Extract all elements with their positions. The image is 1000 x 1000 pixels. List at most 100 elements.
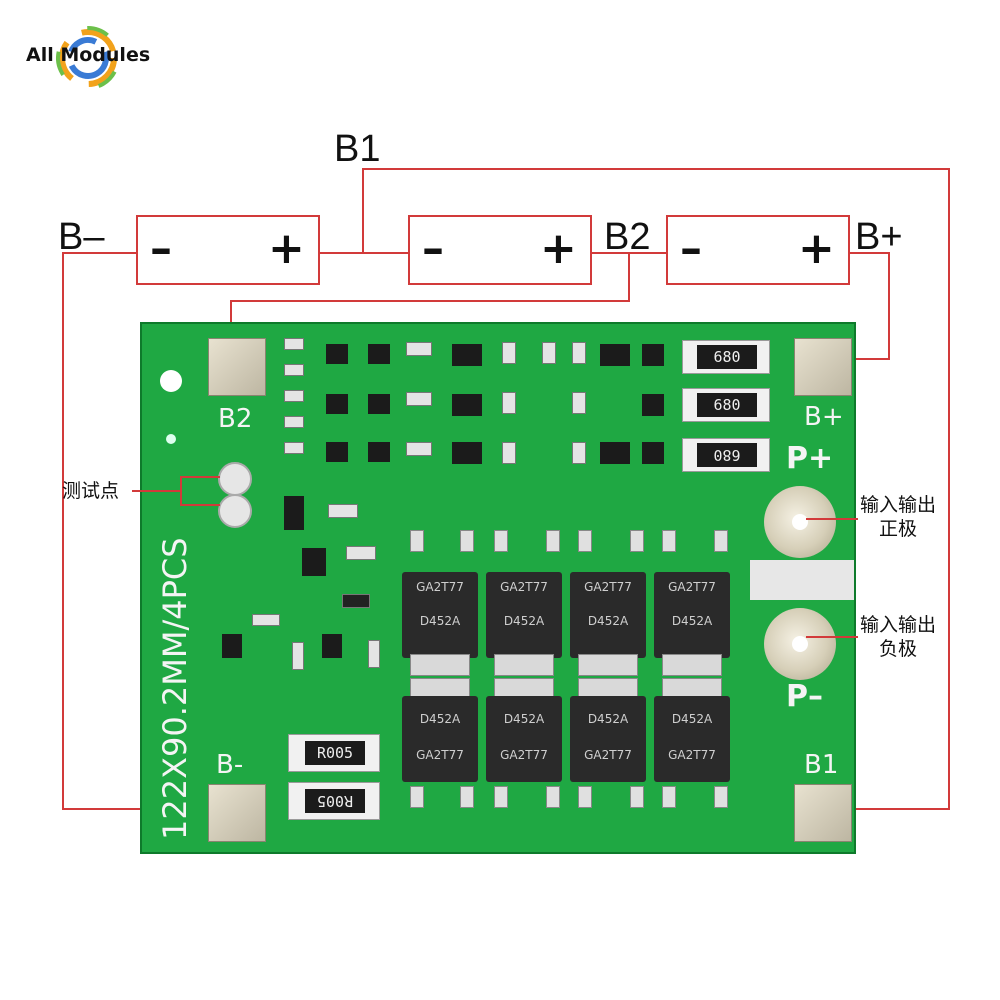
annotation-test-point: 测试点: [62, 480, 120, 502]
logo-swirl-icon: [55, 26, 120, 90]
mosfet-leg: [546, 530, 560, 552]
annotation-line: 负极: [879, 637, 918, 660]
mosfet-code: D452A: [419, 712, 461, 726]
mosfet-top-3: GA2T77 D452A: [570, 572, 646, 658]
wire-cell1-cell2: [320, 252, 408, 254]
smd-component: [252, 614, 280, 626]
wire-bplus-pad: [826, 358, 890, 360]
ic-chip: [452, 394, 482, 416]
mosfet-top-2: GA2T77 D452A: [486, 572, 562, 658]
mosfet-label: GA2T77: [668, 748, 716, 762]
test-point-pad-2: [218, 494, 252, 528]
ic-chip: [322, 634, 342, 658]
cell-plus-sign: +: [798, 223, 835, 274]
mosfet-leg: [630, 530, 644, 552]
ic-chip: [326, 344, 348, 364]
ic-chip: [642, 394, 664, 416]
silk-dimension: 122X90.2MM/4PCS: [156, 537, 194, 840]
mosfet-leg: [714, 786, 728, 808]
brand-logo: All Modules: [18, 18, 158, 98]
mosfet-bottom-3: D452A GA2T77: [570, 696, 646, 782]
mosfet-label: GA2T77: [500, 748, 548, 762]
smd-component: [292, 642, 304, 670]
mosfet-bottom-2: D452A GA2T77: [486, 696, 562, 782]
smd-component: [328, 504, 358, 518]
mosfet-label: GA2T77: [584, 580, 632, 594]
via-dot: [166, 434, 176, 444]
mosfet-label: GA2T77: [500, 580, 548, 594]
battery-cell-2: – +: [408, 215, 592, 285]
mosfet-leg: [546, 786, 560, 808]
wire-bminus-down: [62, 252, 64, 810]
smd-component: [572, 342, 586, 364]
mosfet-tab: [578, 654, 638, 676]
smd-component: [502, 442, 516, 464]
mosfet-leg: [410, 786, 424, 808]
smd-component: [572, 392, 586, 414]
mosfet-label: GA2T77: [668, 580, 716, 594]
ic-chip: [368, 442, 390, 462]
mosfet-code: D452A: [671, 614, 713, 628]
silk-b1: B1: [804, 750, 839, 780]
ic-chip: [326, 442, 348, 462]
mosfet-tab: [494, 654, 554, 676]
battery-cell-3: – +: [666, 215, 850, 285]
smd-component: [406, 392, 432, 406]
smd-component: [284, 416, 304, 428]
silk-b-minus: B-: [216, 750, 244, 780]
mosfet-leg: [460, 530, 474, 552]
label-b2: B2: [604, 216, 651, 258]
mosfet-code: D452A: [419, 614, 461, 628]
ic-chip: [452, 344, 482, 366]
mounting-hole: [160, 370, 182, 392]
smd-component: [284, 364, 304, 376]
ic-chip: [600, 442, 630, 464]
bms-pcb-board: B2 B+ P+ P– B- B1 122X90.2MM/4PCS 680 68…: [140, 322, 856, 854]
balance-resistor-2: 680: [682, 388, 770, 422]
mosfet-leg: [410, 530, 424, 552]
mosfet-leg: [578, 530, 592, 552]
pad-b1: [794, 784, 852, 842]
cell-minus-sign: –: [422, 223, 444, 274]
shunt-resistor-2: R005: [288, 782, 380, 820]
smd-component: [368, 640, 380, 668]
annotation-line: 正极: [879, 517, 918, 540]
smd-component: [346, 546, 376, 560]
mosfet-bottom-1: D452A GA2T77: [402, 696, 478, 782]
pad-strip: [750, 560, 854, 600]
mosfet-top-1: GA2T77 D452A: [402, 572, 478, 658]
output-positive-pad: [764, 486, 836, 558]
ic-chip: [642, 442, 664, 464]
wire-bplus-drop: [888, 252, 890, 360]
ic-chip: [222, 634, 242, 658]
balance-resistor-1: 680: [682, 340, 770, 374]
leader-io-positive: [806, 518, 858, 520]
cell-minus-sign: –: [150, 223, 172, 274]
logo-text: All Modules: [26, 44, 151, 66]
leader-test-point-bracket: [180, 476, 182, 506]
wire-b1-top: [362, 168, 950, 170]
ic-chip: [642, 344, 664, 366]
smd-component: [406, 442, 432, 456]
wire-bminus-out: [62, 252, 136, 254]
mosfet-label: GA2T77: [584, 748, 632, 762]
test-point-pad-1: [218, 462, 252, 496]
mosfet-leg: [460, 786, 474, 808]
wire-b1-riser: [362, 168, 364, 253]
mosfet-code: D452A: [503, 712, 545, 726]
leader-io-negative: [806, 636, 858, 638]
annotation-io-positive: 输入输出 正极: [860, 494, 936, 542]
ic-chip: [452, 442, 482, 464]
mosfet-leg: [578, 786, 592, 808]
wire-bplus-out: [850, 252, 890, 254]
shunt-resistor-1: R005: [288, 734, 380, 772]
smd-component: [284, 442, 304, 454]
wire-b1-pad: [830, 808, 950, 810]
leader-test-point-bottom: [180, 504, 220, 506]
smd-component: [502, 392, 516, 414]
mosfet-code: D452A: [671, 712, 713, 726]
ic-chip: [284, 496, 304, 530]
mosfet-tab: [410, 654, 470, 676]
leader-test-point: [132, 490, 180, 492]
mosfet-leg: [494, 786, 508, 808]
